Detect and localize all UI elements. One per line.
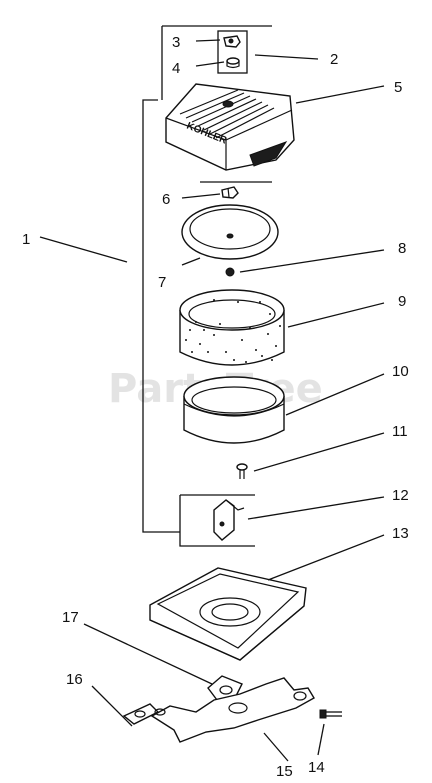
callout-12: 12 [392, 487, 409, 504]
callout-4: 4 [172, 60, 180, 77]
callout-14: 14 [308, 759, 325, 776]
part-7-cover-plate [181, 204, 279, 260]
callout-7: 7 [158, 274, 166, 291]
part-11-screw [236, 463, 248, 479]
part-13-base-plate [149, 567, 307, 661]
callout-labels: 1 2 3 4 5 6 7 8 9 10 11 12 13 14 15 16 1… [22, 34, 409, 780]
callout-5: 5 [394, 79, 402, 96]
part-9-precleaner [179, 289, 285, 366]
callout-15: 15 [276, 763, 293, 780]
part-16-gasket [122, 703, 160, 725]
callout-2: 2 [330, 51, 338, 68]
part-12-bracket [213, 499, 245, 541]
callout-10: 10 [392, 363, 409, 380]
callout-16: 16 [66, 671, 83, 688]
callout-1: 1 [22, 231, 30, 248]
callout-6: 6 [162, 191, 170, 208]
callout-9: 9 [398, 293, 406, 310]
callout-3: 3 [172, 34, 180, 51]
callout-8: 8 [398, 240, 406, 257]
part-5-cover: KOHLER [165, 83, 295, 171]
hardware-inset-box [217, 30, 248, 74]
part-3-clip [223, 35, 241, 48]
part-10-filter-element [183, 376, 285, 444]
assembly-bracket [142, 25, 272, 547]
callout-13: 13 [392, 525, 409, 542]
part-14-bolt [319, 709, 342, 719]
part-8-wing-nut [225, 267, 235, 277]
part-6-nut [221, 186, 239, 199]
callout-17: 17 [62, 609, 79, 626]
callout-11: 11 [392, 423, 408, 440]
part-4-grommet [226, 57, 240, 69]
leader-lines [39, 39, 385, 762]
part-15-intake-elbow [150, 677, 315, 743]
